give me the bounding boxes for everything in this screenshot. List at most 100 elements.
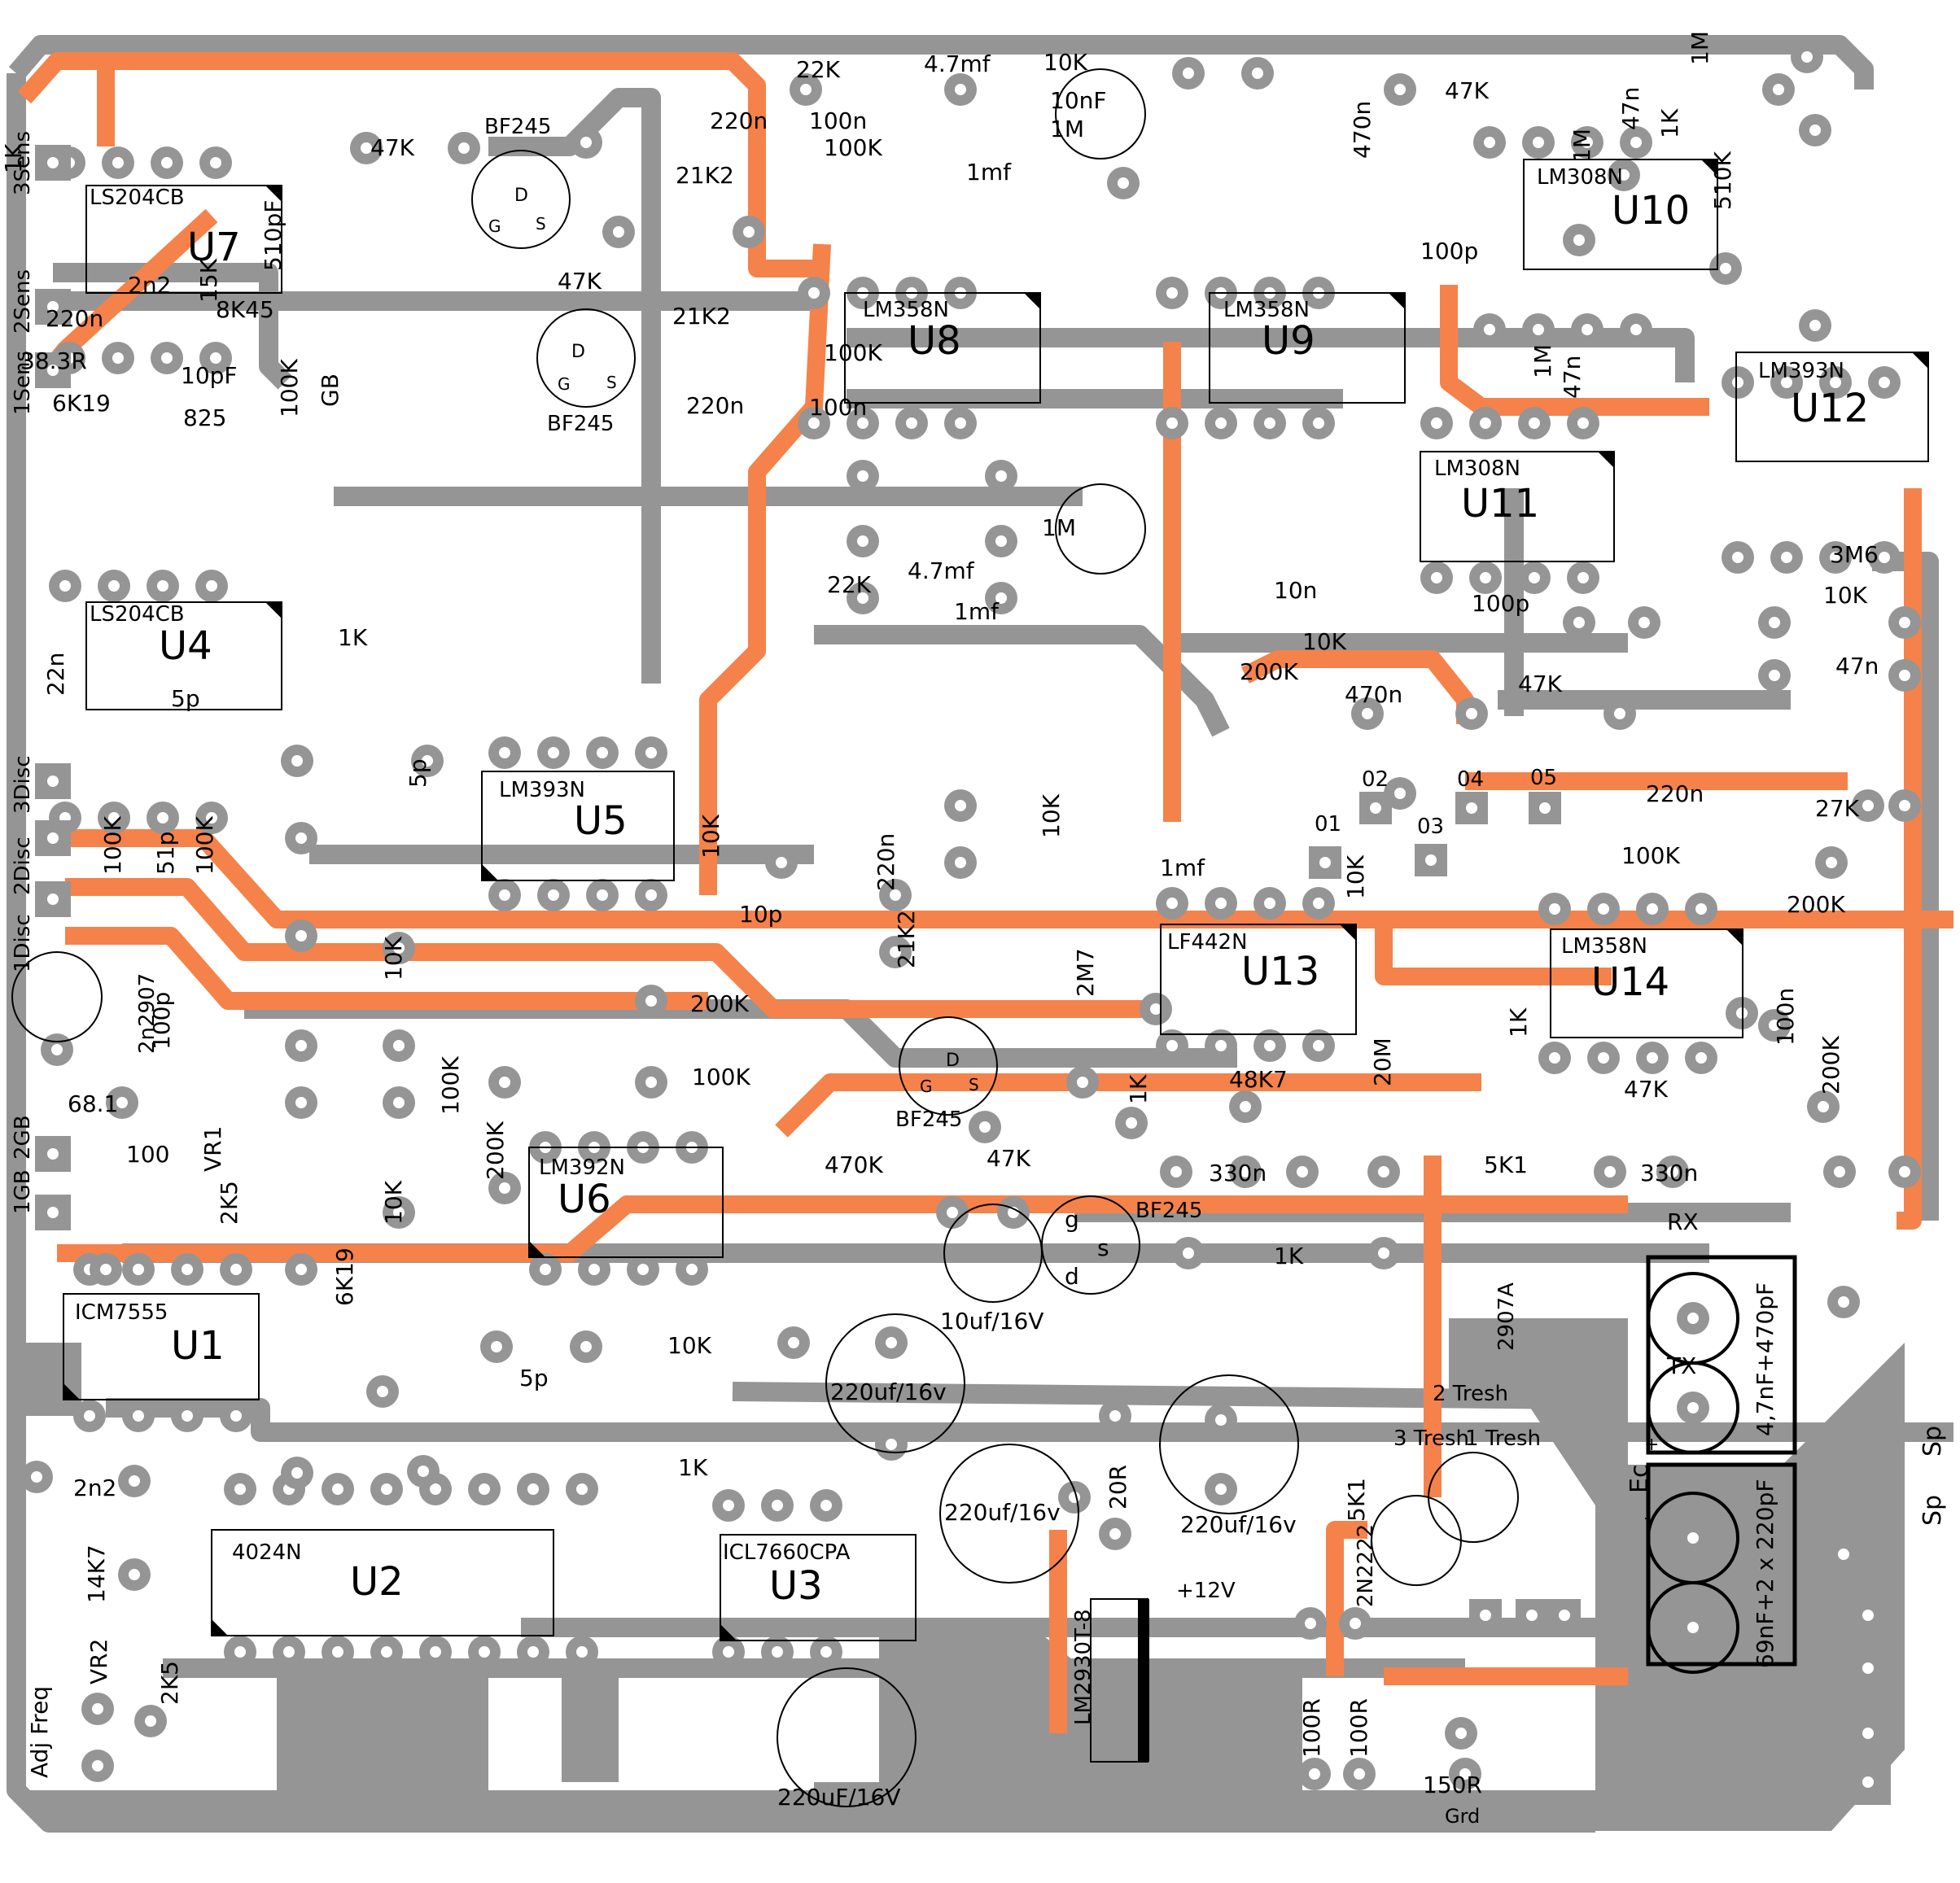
c-330n-b: 330n [1640,1160,1699,1186]
drill-hole [182,1410,193,1422]
c-470n-a: 470n [1349,100,1376,159]
c-220n-e: 220n [1646,780,1704,807]
pin-d-3: D [946,1051,960,1071]
r-47k-b: 47K [558,268,602,295]
c-4-7mf-a: 4.7mf [924,50,991,77]
drill-hole [1215,1483,1227,1495]
drill-hole [295,832,307,844]
drill-hole [527,1646,539,1658]
drill-hole [548,747,559,758]
drill-hole [1455,1728,1467,1739]
drill-hole [1862,1728,1874,1739]
drill-hole [116,1097,128,1108]
drill-hole [1899,800,1910,811]
r-2m7: 2M7 [1072,948,1099,997]
r-470k: 470K [825,1151,883,1178]
r-200k-c: 200K [690,990,749,1017]
sp-plus-sign: + [1644,1435,1660,1455]
drill-hole [1781,377,1792,388]
c-220n-c: 220n [686,392,745,419]
drill-hole [955,800,966,811]
c-47n-c: 47n [1835,653,1879,679]
drill-hole [479,1483,490,1495]
ic-u5-part: LM393N [499,778,585,802]
drill-hole [1614,708,1625,719]
drill-hole [1533,137,1544,148]
pin-d-1: D [514,186,528,206]
drill-hole [1240,1166,1251,1177]
drill-hole [1077,1077,1088,1088]
drill-hole [1809,320,1821,331]
drill-hole [1370,802,1381,814]
drill-hole [1484,324,1495,335]
drill-hole [1252,68,1263,79]
ic-u6-part: LM392N [539,1156,625,1180]
drill-hole [206,812,217,824]
r-100k-b: 100K [824,339,882,366]
drill-hole [1297,1166,1308,1177]
drill-hole [886,1439,897,1450]
drill-hole [808,417,820,429]
drill-hole [92,1703,103,1715]
drill-hole [1638,617,1650,628]
drill-hole [1166,417,1178,429]
drill-hole [1150,1003,1162,1015]
drill-hole [1899,670,1910,681]
c-220n-d: 220n [873,832,899,891]
drill-hole [112,157,124,168]
regulator-part: LM2930T-8 [1071,1609,1096,1725]
drill-hole [499,747,510,758]
drill-hole [332,1646,343,1658]
drill-hole [1899,617,1910,628]
drill-hole [1838,1296,1849,1308]
c-10uf: 10uf/16V [940,1308,1044,1335]
drill-hole [283,1646,295,1658]
drill-hole [995,470,1007,482]
drill-hole [295,1097,307,1108]
drill-hole [295,930,307,942]
drill-hole [381,1646,392,1658]
drill-hole [820,1500,832,1511]
drill-hole [1264,898,1275,909]
ic-u9-part: LM358N [1223,298,1310,322]
ic-u1-part: ICM7555 [75,1300,168,1325]
connector-3sens: 3Sens [11,130,35,195]
transistor-bf245-2: BF245 [547,412,615,436]
ic-u14-part: LM358N [1561,934,1647,959]
drill-hole [1394,84,1406,95]
r-20m: 20M [1369,1038,1396,1086]
c-100p-b: 100p [1472,590,1530,617]
connector-1disc: 1Disc [11,914,35,972]
drill-hole [995,535,1007,547]
drill-hole [393,942,405,954]
r-47k-e: 47K [1624,1076,1668,1103]
drill-hole [1801,51,1813,63]
sp-minus-sign: - [1644,1508,1651,1528]
drill-hole [422,755,433,767]
transistor-bf245-4: BF245 [1135,1199,1203,1223]
drill-hole [788,1337,799,1348]
c-100p-c: 100p [148,991,175,1050]
ic-u2-part: 4024N [232,1540,302,1565]
ic-u9-ref: U9 [1262,318,1315,364]
output-05: 05 [1530,766,1558,790]
pot-100k-gb: 100K [276,359,303,417]
drill-hole [1166,1040,1178,1051]
drill-hole [295,1264,307,1275]
r-100r-a: 100R [1298,1698,1325,1758]
output-04: 04 [1457,767,1485,792]
trim-rx-label: 4,7nF+470pF [1752,1282,1778,1436]
connector-3disc: 3Disc [11,755,35,814]
drill-hole [548,889,559,901]
ic-u12-ref: U12 [1791,386,1870,431]
drill-hole [808,287,820,299]
drill-hole [1354,1768,1365,1780]
drill-hole [1899,1166,1910,1177]
drill-hole [1604,1166,1616,1177]
tresh-2: 2 Tresh [1433,1382,1509,1406]
pin1-markers [63,159,1928,1762]
output-02: 02 [1362,767,1389,792]
drill-hole [637,1264,649,1275]
r-3m6: 3M6 [1830,541,1879,568]
